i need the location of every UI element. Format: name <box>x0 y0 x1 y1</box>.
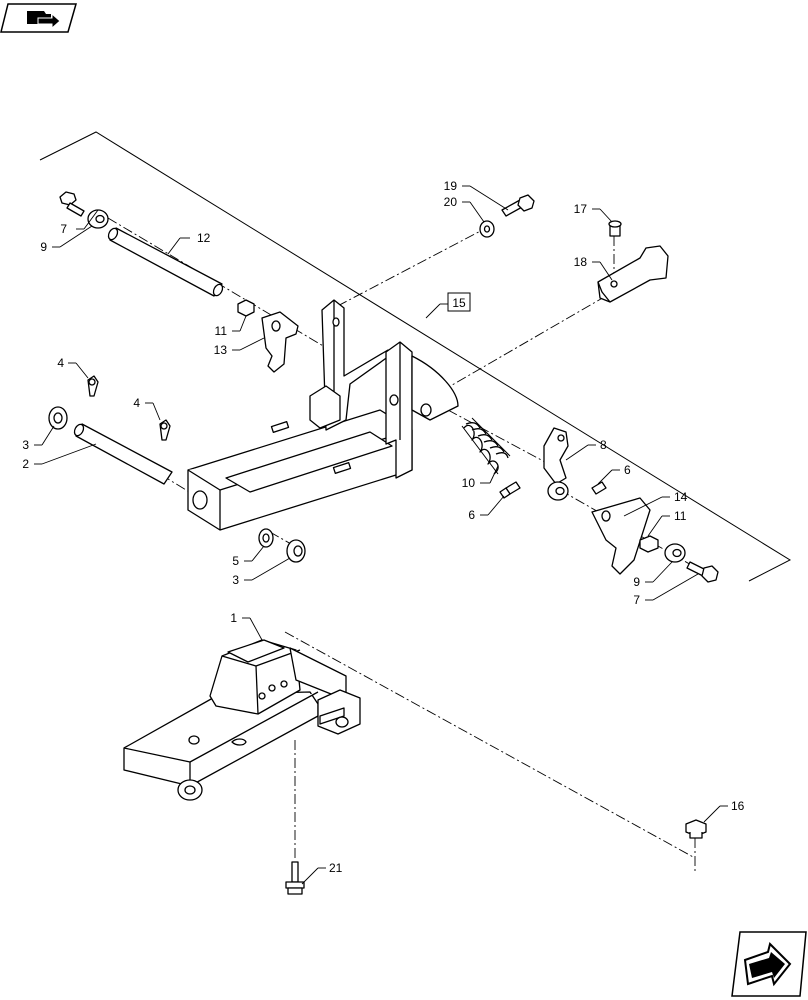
washer-part-20 <box>479 220 495 238</box>
bolt-part-7-right <box>686 561 719 583</box>
callout-9-top: 9 <box>40 240 47 254</box>
spring-part-10 <box>461 417 511 475</box>
lever-part-8 <box>543 427 569 501</box>
center-lines <box>83 217 701 872</box>
callout-19: 19 <box>444 179 458 193</box>
callout-4-left: 4 <box>57 356 64 370</box>
bolt-part-7-top <box>59 191 85 217</box>
bolt-part-6-middle <box>499 481 521 499</box>
callout-15-box <box>447 292 471 312</box>
callout-12: 12 <box>197 231 211 245</box>
callout-3-left: 3 <box>22 438 29 452</box>
callout-2: 2 <box>22 457 29 471</box>
callout-16: 16 <box>731 799 745 813</box>
pin-part-12 <box>107 227 224 297</box>
washer-part-3-left <box>48 406 68 430</box>
callout-10: 10 <box>462 476 476 490</box>
pin-part-17 <box>608 220 622 237</box>
callout-leaders <box>34 185 728 885</box>
pin-part-2 <box>73 423 173 485</box>
plug-part-16 <box>685 819 707 839</box>
plate-part-14 <box>591 497 651 575</box>
callout-5: 5 <box>232 554 239 568</box>
callout-8: 8 <box>600 438 607 452</box>
cotter-pin-part-4-left <box>87 375 99 397</box>
callout-14: 14 <box>674 490 688 504</box>
bolt-part-21 <box>285 861 305 895</box>
callout-21: 21 <box>329 861 343 875</box>
callout-labels: 7 9 12 11 13 4 4 3 2 5 3 19 20 17 18 15 … <box>22 179 744 875</box>
cotter-pin-part-4-right <box>159 419 171 441</box>
callout-11-top: 11 <box>215 324 228 338</box>
callout-7-right: 7 <box>633 593 640 607</box>
washer-part-9-right <box>664 543 686 563</box>
callout-15: 15 <box>452 296 466 310</box>
block-part-11-top <box>237 299 255 317</box>
callout-1: 1 <box>230 611 237 625</box>
assembly-outline <box>39 131 792 582</box>
next-page-arrow-icon[interactable] <box>731 931 807 997</box>
bolt-part-19 <box>501 194 535 217</box>
callout-7-top: 7 <box>60 222 67 236</box>
callout-3-bottom: 3 <box>232 573 239 587</box>
callout-6-right: 6 <box>624 463 631 477</box>
latch-part-18 <box>597 245 669 303</box>
callout-20: 20 <box>444 195 458 209</box>
callout-4-right: 4 <box>133 396 140 410</box>
callout-13: 13 <box>214 343 228 357</box>
folder-arrow-icon[interactable] <box>0 3 77 33</box>
callout-9-right: 9 <box>633 575 640 589</box>
bracket-part-13 <box>261 311 299 373</box>
callout-6-middle: 6 <box>468 508 475 522</box>
callout-11-right: 11 <box>674 509 687 523</box>
washer-part-3-bottom <box>286 539 306 563</box>
block-part-11-right <box>639 535 659 553</box>
bolt-part-6-right <box>591 481 607 495</box>
base-part-1 <box>123 639 361 801</box>
callout-17: 17 <box>574 202 588 216</box>
frame-part-15 <box>187 299 459 548</box>
callout-18: 18 <box>574 255 588 269</box>
